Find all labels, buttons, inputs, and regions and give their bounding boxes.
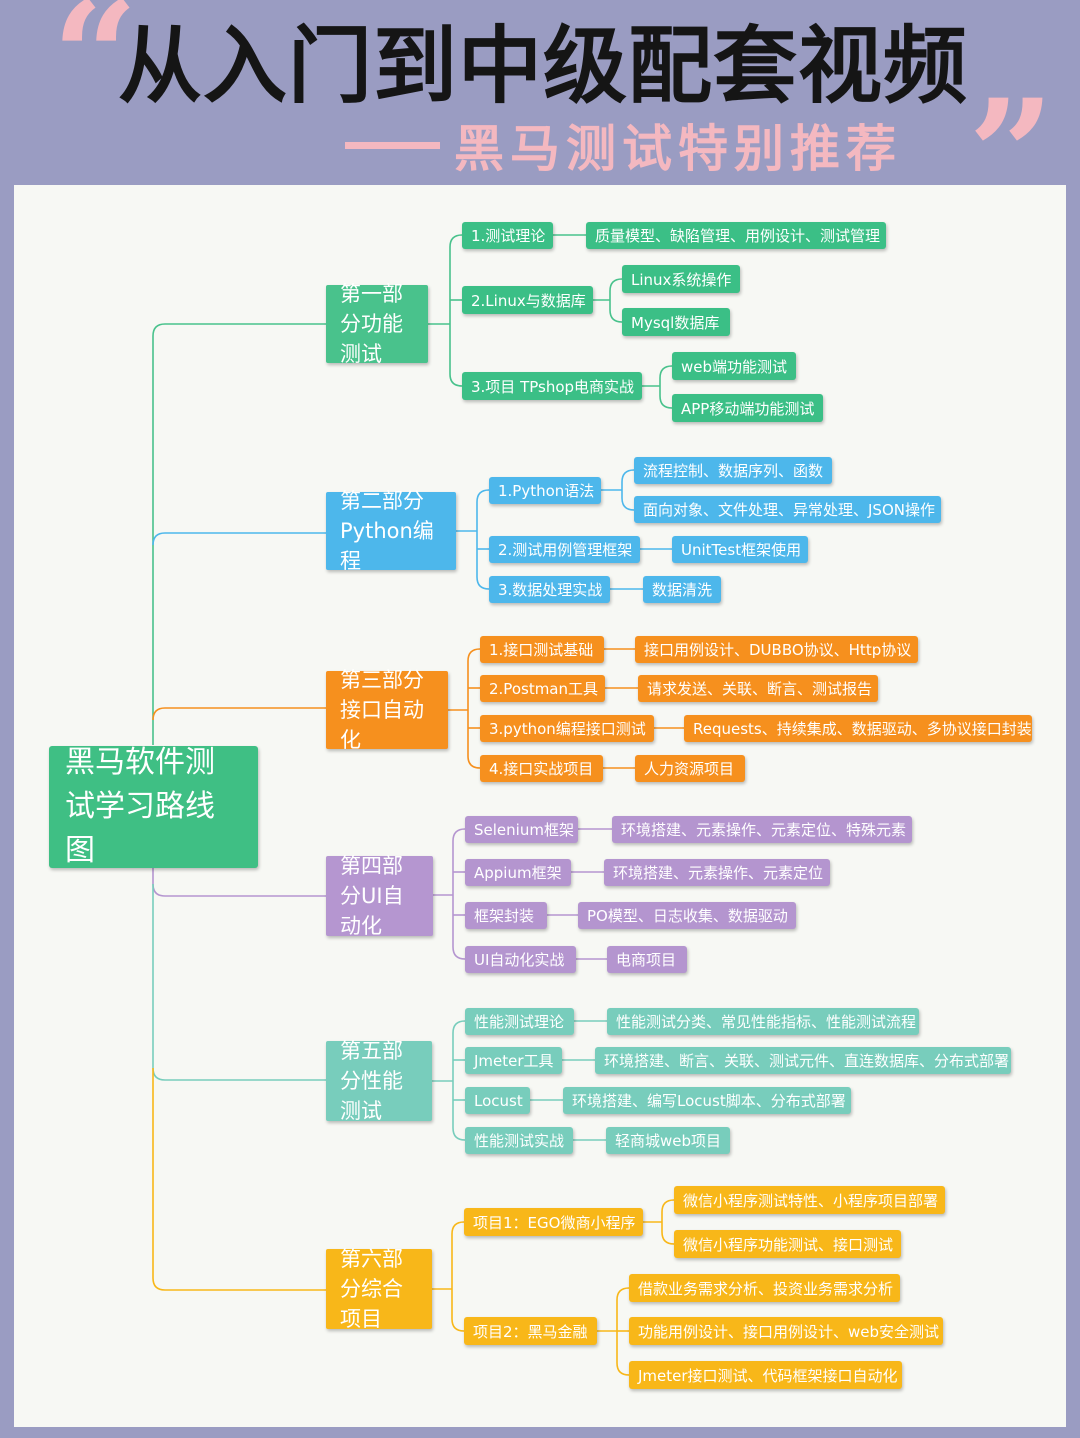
s6-item-1-child-1: 微信小程序测试特性、小程序项目部署 bbox=[674, 1186, 945, 1214]
s1-item-1: 1.测试理论 bbox=[462, 222, 553, 249]
s3-item-2-child-1: 请求发送、关联、断言、测试报告 bbox=[638, 675, 878, 702]
subtitle-dash bbox=[345, 141, 440, 149]
s5-item-4-child-1: 轻商城web项目 bbox=[606, 1127, 730, 1154]
s6-item-2-child-2: 功能用例设计、接口用例设计、web安全测试 bbox=[629, 1317, 943, 1345]
page-title: 从入门到中级配套视频 bbox=[118, 17, 969, 115]
s4-item-4-child-1: 电商项目 bbox=[607, 946, 687, 973]
section-5-node: 第五部分性能测试 bbox=[326, 1039, 432, 1123]
s1-item-1-child-1: 质量模型、缺陷管理、用例设计、测试管理 bbox=[586, 222, 886, 249]
header: “ 从入门到中级配套视频 黑马测试特别推荐 ” bbox=[0, 0, 1080, 230]
s3-item-1-child-1: 接口用例设计、DUBBO协议、Http协议 bbox=[635, 636, 918, 663]
root-node: 黑马软件测试学习路线图 bbox=[49, 745, 258, 868]
s6-item-2-child-1: 借款业务需求分析、投资业务需求分析 bbox=[629, 1274, 900, 1302]
s2-item-3: 3.数据处理实战 bbox=[489, 576, 610, 603]
s6-item-1: 项目1：EGO微商小程序 bbox=[464, 1208, 643, 1236]
s2-item-1-child-1: 流程控制、数据序列、函数 bbox=[634, 457, 832, 484]
s4-item-1-child-1: 环境搭建、元素操作、元素定位、特殊元素 bbox=[612, 816, 912, 843]
s2-item-3-child-1: 数据清洗 bbox=[643, 576, 721, 603]
s5-item-2: Jmeter工具 bbox=[465, 1047, 562, 1074]
s3-item-4-child-1: 人力资源项目 bbox=[635, 755, 745, 782]
s1-item-2-child-1: Linux系统操作 bbox=[622, 265, 740, 293]
s1-item-2-child-2: Mysql数据库 bbox=[622, 308, 730, 336]
s1-item-3-child-1: web端功能测试 bbox=[672, 352, 796, 380]
s4-item-3-child-1: PO模型、日志收集、数据驱动 bbox=[578, 902, 796, 929]
s5-item-3-child-1: 环境搭建、编写Locust脚本、分布式部署 bbox=[563, 1087, 851, 1114]
s3-item-1: 1.接口测试基础 bbox=[480, 636, 604, 663]
section-6-node: 第六部分综合项目 bbox=[326, 1247, 432, 1331]
s5-item-1-child-1: 性能测试分类、常见性能指标、性能测试流程 bbox=[607, 1008, 919, 1035]
s5-item-1: 性能测试理论 bbox=[465, 1008, 574, 1035]
s3-item-4: 4.接口实战项目 bbox=[480, 755, 603, 782]
s5-item-3: Locust bbox=[465, 1087, 530, 1114]
s6-item-2: 项目2：黑马金融 bbox=[464, 1317, 597, 1345]
section-2-node: 第二部分Python编程 bbox=[326, 489, 456, 573]
s5-item-4: 性能测试实战 bbox=[465, 1127, 573, 1154]
s3-item-3: 3.python编程接口测试 bbox=[480, 715, 654, 742]
s1-item-2: 2.Linux与数据库 bbox=[462, 286, 593, 314]
s4-item-2-child-1: 环境搭建、元素操作、元素定位 bbox=[604, 859, 830, 886]
s1-item-3: 3.项目 TPshop电商实战 bbox=[462, 372, 642, 400]
s4-item-1: Selenium框架 bbox=[465, 816, 578, 843]
s4-item-2: Appium框架 bbox=[465, 859, 571, 886]
page-subtitle: 黑马测试特别推荐 bbox=[454, 120, 902, 178]
section-3-node: 第三部分接口自动化 bbox=[326, 668, 448, 752]
s1-item-3-child-2: APP移动端功能测试 bbox=[672, 394, 823, 422]
s3-item-3-child-1: Requests、持续集成、数据驱动、多协议接口封装 bbox=[684, 715, 1032, 742]
s4-item-3: 框架封装 bbox=[465, 902, 547, 929]
open-quote-mark: “ bbox=[52, 0, 139, 145]
s6-item-1-child-2: 微信小程序功能测试、接口测试 bbox=[674, 1230, 901, 1258]
s2-item-1: 1.Python语法 bbox=[489, 477, 601, 504]
s2-item-2-child-1: UnitTest框架使用 bbox=[672, 536, 808, 563]
subtitle-row: 黑马测试特别推荐 bbox=[345, 110, 902, 180]
s5-item-2-child-1: 环境搭建、断言、关联、测试元件、直连数据库、分布式部署 bbox=[595, 1047, 1011, 1074]
section-4-node: 第四部分UI自动化 bbox=[326, 854, 433, 938]
s4-item-4: UI自动化实战 bbox=[465, 946, 576, 973]
s2-item-2: 2.测试用例管理框架 bbox=[489, 536, 640, 563]
section-1-node: 第一部分功能测试 bbox=[326, 282, 428, 366]
s3-item-2: 2.Postman工具 bbox=[480, 675, 605, 702]
s6-item-2-child-3: Jmeter接口测试、代码框架接口自动化 bbox=[629, 1361, 902, 1389]
s2-item-1-child-2: 面向对象、文件处理、异常处理、JSON操作 bbox=[634, 496, 941, 523]
